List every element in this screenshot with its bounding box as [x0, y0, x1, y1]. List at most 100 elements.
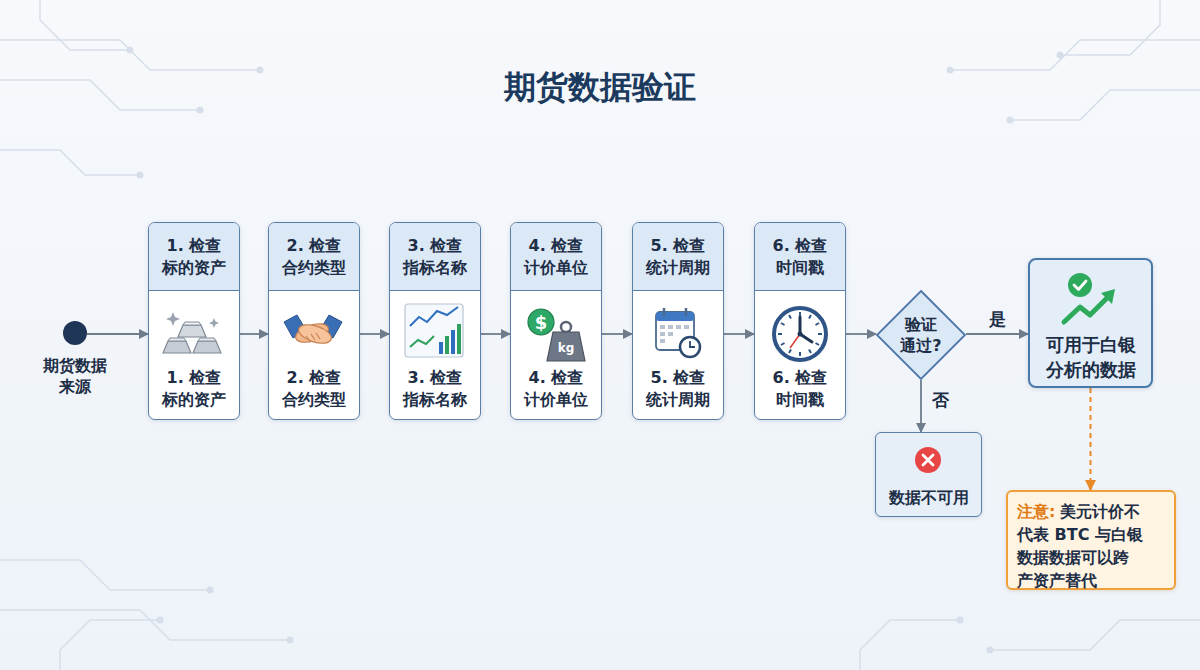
hour-hand — [799, 317, 802, 334]
process-step-box: 4. 检查 计价单位 4. 检查 计价单位 — [510, 222, 602, 420]
diamond-shape — [877, 291, 965, 379]
step-heading: 5. 检查 统计周期 — [633, 223, 723, 291]
circuit-dot — [127, 47, 134, 54]
chart-line — [410, 307, 458, 326]
silver-bars-icon — [163, 312, 221, 353]
circuit-dot — [947, 67, 954, 74]
circuit-dots — [127, 47, 1064, 654]
note-lead: 注意: — [1017, 502, 1055, 521]
clock-hands — [690, 341, 695, 347]
silver-bar — [178, 325, 206, 337]
clock-tick — [781, 323, 785, 325]
clock-tick — [789, 350, 791, 354]
circuit-dot — [987, 647, 994, 654]
silver-bar-top — [183, 322, 201, 325]
circuit-dot — [157, 617, 164, 624]
result-label: 可用于白银 分析的数据 — [1030, 332, 1151, 382]
note-box: 注意:美元计价不 代表 BTC 与白银 数据数据可以跨 产资产替代 — [1006, 490, 1176, 590]
clock-center — [798, 332, 803, 337]
calendar-day — [660, 339, 665, 343]
flow-arrow — [240, 333, 268, 335]
flow-arrow — [87, 333, 148, 335]
reject-box: 数据不可用 — [875, 432, 982, 517]
circuit-line — [1010, 90, 1200, 120]
decision-label: 验证 通过? — [893, 314, 949, 356]
clock-tick — [789, 315, 791, 319]
error-icon — [915, 447, 941, 473]
step-label: 6. 检查 时间戳 — [755, 367, 845, 411]
sleeve — [320, 315, 342, 338]
clock-icon — [774, 308, 826, 360]
process-step-box: 2. 检查 合约类型 2. 检查 合约类型 — [268, 222, 360, 420]
chart-bar — [451, 330, 455, 354]
clock-tick — [799, 352, 801, 356]
process-step-box: 5. 检查 统计周期 5. 检查 统计周期 — [632, 222, 724, 420]
silver-bar — [163, 341, 191, 353]
flow-arrow — [920, 380, 922, 432]
circuit-dot — [137, 172, 144, 179]
clock-tick — [809, 315, 811, 319]
step-label: 2. 检查 合约类型 — [269, 367, 359, 411]
circuit-line — [0, 150, 140, 175]
step-label: 4. 检查 计价单位 — [511, 367, 601, 411]
circuit-line — [0, 610, 290, 640]
step-heading: 2. 检查 合约类型 — [269, 223, 359, 291]
calendar-day — [668, 332, 673, 336]
check-circle — [1068, 273, 1092, 297]
process-step-box: 6. 检查 时间戳 6. 检查 时间戳 — [754, 222, 846, 420]
circuit-line — [0, 40, 260, 70]
calendar-ring — [663, 308, 666, 316]
weight-handle — [561, 322, 571, 332]
circuit-dot — [1057, 52, 1064, 59]
clock-tick — [781, 343, 785, 345]
circuit-line — [860, 620, 960, 670]
diamond-outline — [876, 290, 966, 380]
start-point: 期货数据 来源 — [63, 321, 87, 345]
minute-hand — [800, 334, 812, 342]
finger-lines — [306, 333, 320, 341]
circuit-dot — [207, 587, 214, 594]
trend-arrow-head — [1101, 289, 1115, 304]
sparkle — [166, 312, 180, 326]
dashed-arrow — [1090, 388, 1092, 490]
start-label: 期货数据 来源 — [35, 355, 115, 397]
flow-arrow — [846, 333, 876, 335]
clock-tick — [816, 343, 820, 345]
flow-arrow — [724, 333, 754, 335]
edge-label: 是 — [989, 308, 1006, 331]
calendar-day — [684, 325, 689, 329]
silver-bar-top — [198, 338, 216, 341]
step-heading: 6. 检查 时间戳 — [755, 223, 845, 291]
clock-face — [774, 308, 826, 360]
step-heading: 4. 检查 计价单位 — [511, 223, 601, 291]
circuit-dot — [1007, 117, 1014, 124]
second-hand — [790, 334, 800, 348]
silver-bar — [193, 341, 221, 353]
chart-bar — [457, 324, 461, 354]
calendar-icon — [656, 308, 700, 357]
weight-body — [547, 332, 585, 361]
sparkle — [209, 318, 219, 328]
circuit-dot — [957, 617, 964, 624]
price-unit-icon — [528, 309, 585, 361]
circuit-line — [60, 620, 160, 670]
error-cross — [923, 455, 933, 465]
circuit-dot — [287, 637, 294, 644]
flow-arrow — [966, 333, 1028, 335]
circuit-line — [0, 80, 200, 110]
flow-arrow — [602, 333, 632, 335]
circuit-line — [990, 620, 1200, 650]
circuit-dot — [257, 67, 264, 74]
hand — [293, 320, 330, 346]
chart-bar — [439, 342, 443, 354]
edge-label: 否 — [932, 389, 949, 412]
step-label: 5. 检查 统计周期 — [633, 367, 723, 411]
check-mark — [1074, 281, 1086, 290]
process-step-box: 3. 检查 指标名称3. 检查 指标名称 — [389, 222, 481, 420]
error-circle — [915, 447, 941, 473]
page-title: 期货数据验证 — [0, 66, 1200, 110]
chart-panel — [405, 304, 463, 357]
